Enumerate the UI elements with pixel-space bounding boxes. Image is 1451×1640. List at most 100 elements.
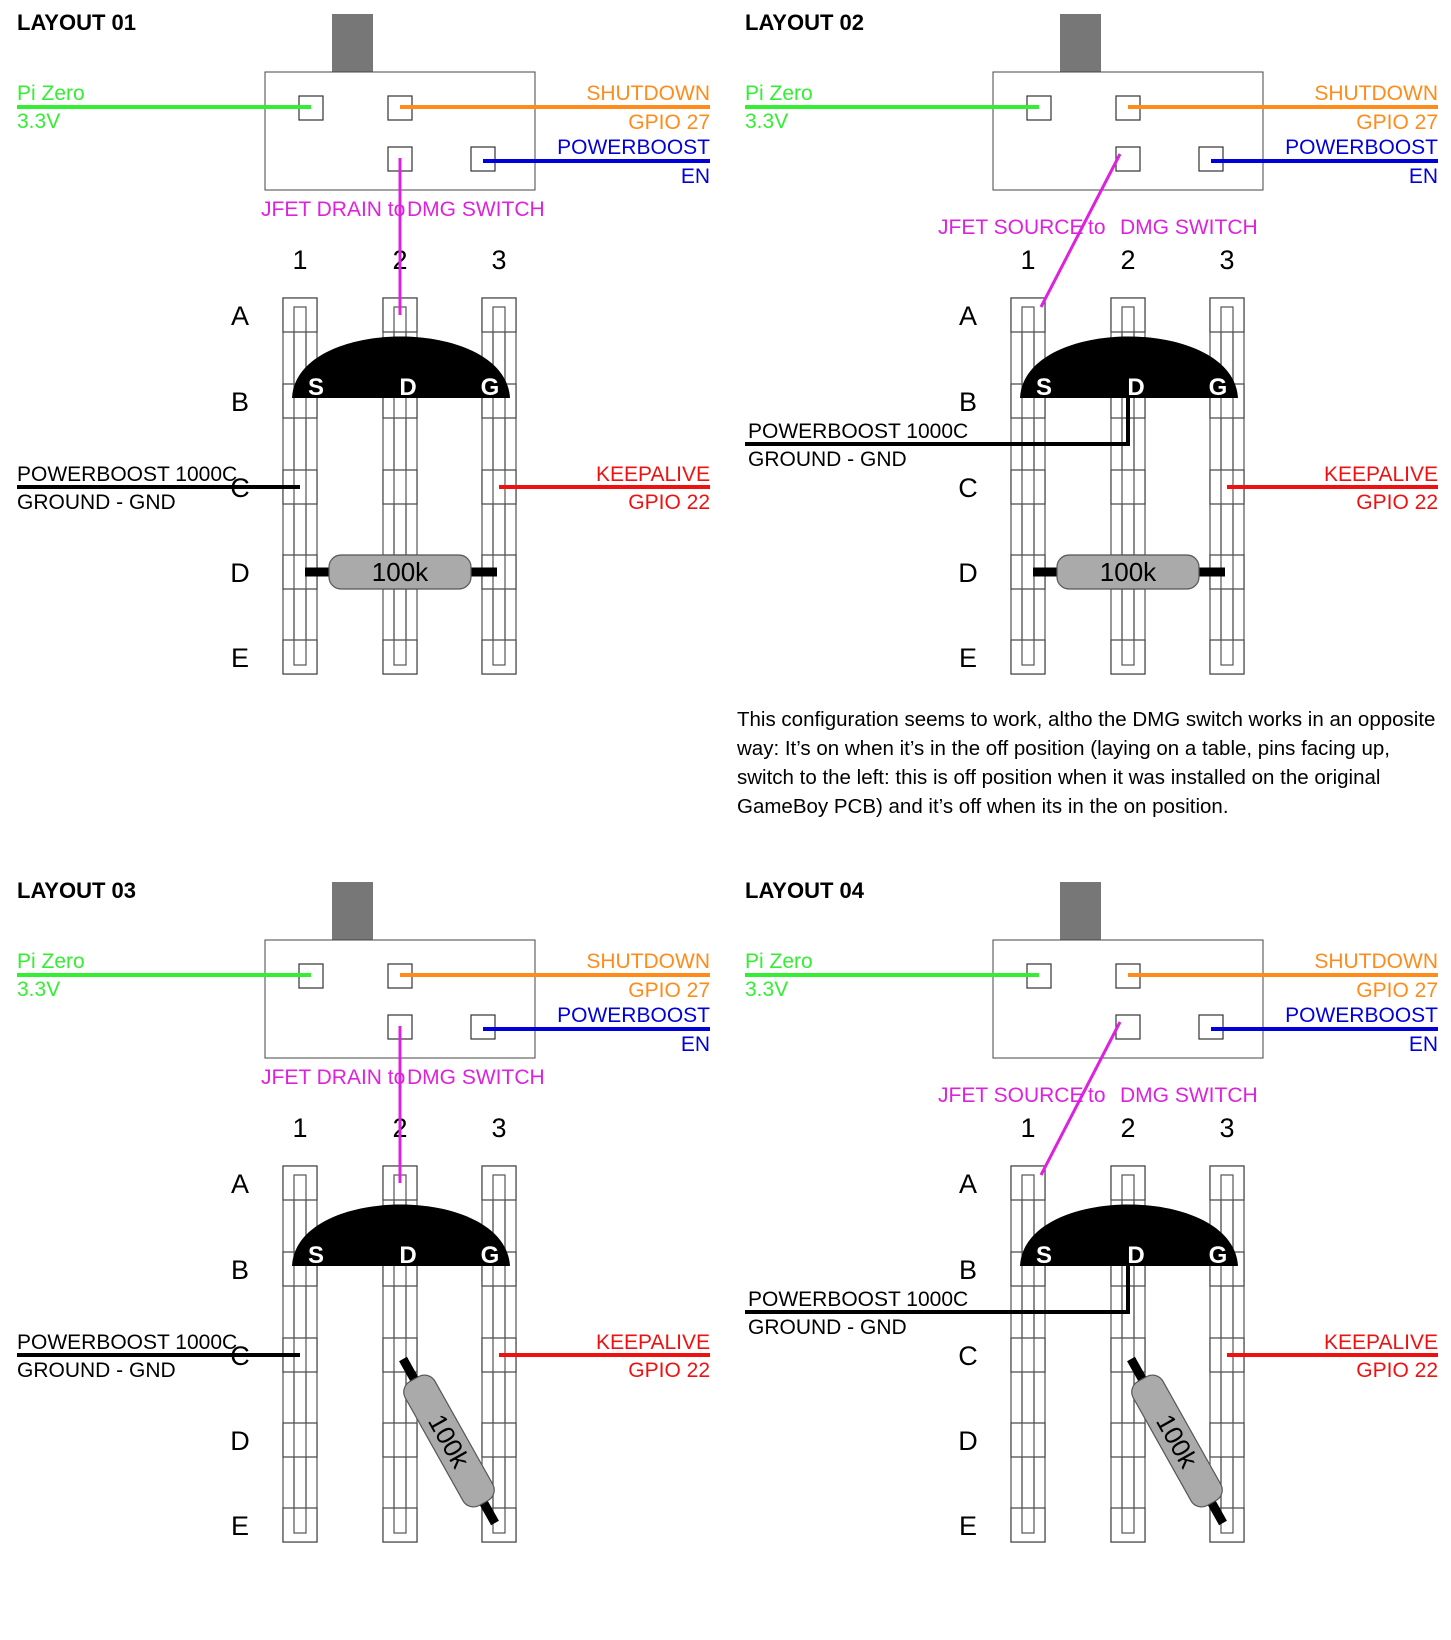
ground-label-line1: POWERBOOST 1000C xyxy=(17,1331,237,1354)
ground-wire xyxy=(745,395,1130,446)
jfet-body xyxy=(1020,336,1238,398)
row-label: D xyxy=(958,558,978,588)
layout-02-note: This configuration seems to work, altho … xyxy=(737,708,1436,818)
breadboard-hole xyxy=(282,297,318,333)
breadboard-hole xyxy=(1209,1165,1245,1201)
jfet-label-part2: to xyxy=(1088,1084,1106,1107)
jfet-wire xyxy=(1039,1021,1122,1176)
resistor-body xyxy=(1056,554,1200,590)
ground-label-line1: POWERBOOST 1000C xyxy=(17,463,237,486)
jfet-pin-d: D xyxy=(1127,1242,1144,1269)
breadboard-hole xyxy=(1110,639,1146,675)
powerboost-label-line2: EN xyxy=(1409,1033,1438,1056)
row-label: B xyxy=(959,387,977,417)
powerboost-label-line1: POWERBOOST xyxy=(557,1004,710,1027)
switch-body xyxy=(992,939,1264,1059)
column-label: 1 xyxy=(292,245,307,275)
pi-label-line1: Pi Zero xyxy=(17,82,85,105)
layout-title: LAYOUT 01 xyxy=(17,10,136,35)
breadboard-hole xyxy=(1209,639,1245,675)
ground-label-line1: POWERBOOST 1000C xyxy=(748,1288,968,1311)
shutdown-label-line2: GPIO 27 xyxy=(628,111,710,134)
jfet-wire xyxy=(1039,153,1122,308)
jfet-pin-g: G xyxy=(481,374,500,401)
column-label: 2 xyxy=(1120,245,1135,275)
pi-label-line2: 3.3V xyxy=(17,978,60,1001)
shutdown-label-line1: SHUTDOWN xyxy=(586,950,710,973)
resistor-body xyxy=(328,554,472,590)
column-label: 1 xyxy=(1020,245,1035,275)
row-label: C xyxy=(958,1341,978,1371)
ground-label-line2: GROUND - GND xyxy=(17,491,176,514)
row-label: D xyxy=(230,558,250,588)
keepalive-label-line1: KEEPALIVE xyxy=(596,463,710,486)
jfet-label-part2: DMG SWITCH xyxy=(407,198,545,221)
slide-switch-icon xyxy=(992,882,1264,1059)
breadboard-rail xyxy=(1121,1174,1135,1534)
jfet-pin-d: D xyxy=(399,1242,416,1269)
jfet-label-part1: JFET SOURCE xyxy=(938,216,1083,239)
layout-title: LAYOUT 03 xyxy=(17,878,136,903)
breadboard-hole xyxy=(282,1165,318,1201)
switch-knob xyxy=(1060,882,1101,940)
breadboard-hole xyxy=(382,639,418,675)
resistor-body xyxy=(403,1374,495,1508)
jfet-pin-s: S xyxy=(308,1242,324,1269)
jfet-body xyxy=(292,336,510,398)
breadboard-hole xyxy=(382,1422,418,1458)
row-label: E xyxy=(959,1511,977,1541)
pi-label-line2: 3.3V xyxy=(745,110,788,133)
breadboard-hole xyxy=(282,1507,318,1543)
breadboard-rail xyxy=(1021,306,1035,666)
pi-label-line1: Pi Zero xyxy=(745,82,813,105)
pi-label-line1: Pi Zero xyxy=(745,950,813,973)
row-label: E xyxy=(231,643,249,673)
row-label: A xyxy=(959,1169,977,1199)
ground-label-line2: GROUND - GND xyxy=(17,1359,176,1382)
switch-knob xyxy=(1060,14,1101,72)
layout-title: LAYOUT 02 xyxy=(745,10,864,35)
keepalive-label-line2: GPIO 22 xyxy=(628,1359,710,1382)
resistor-body xyxy=(1131,1374,1223,1508)
switch-knob xyxy=(332,882,373,940)
row-label: A xyxy=(231,1169,249,1199)
jfet-pin-s: S xyxy=(1036,1242,1052,1269)
breadboard-rail xyxy=(1021,1174,1035,1534)
breadboard-hole xyxy=(1010,639,1046,675)
pi-label-line2: 3.3V xyxy=(745,978,788,1001)
pi-label-line1: Pi Zero xyxy=(17,950,85,973)
breadboard-hole xyxy=(481,1422,517,1458)
switch-pin xyxy=(1115,146,1141,172)
breadboard-hole xyxy=(1110,1507,1146,1543)
row-label: E xyxy=(959,643,977,673)
breadboard-hole xyxy=(1010,1422,1046,1458)
switch-pin xyxy=(1115,1014,1141,1040)
column-label: 3 xyxy=(1219,1113,1234,1143)
breadboard-hole xyxy=(481,297,517,333)
breadboard-hole xyxy=(1110,469,1146,505)
row-label: B xyxy=(231,387,249,417)
jfet-label-part2: to xyxy=(1088,216,1106,239)
powerboost-label-line2: EN xyxy=(681,165,710,188)
row-label: D xyxy=(958,1426,978,1456)
row-label: D xyxy=(230,1426,250,1456)
breadboard-hole xyxy=(1209,1422,1245,1458)
keepalive-label-line2: GPIO 22 xyxy=(628,491,710,514)
jfet-pin-s: S xyxy=(1036,374,1052,401)
breadboard-hole xyxy=(1110,297,1146,333)
breadboard-hole xyxy=(481,1165,517,1201)
breadboard-hole xyxy=(1010,1507,1046,1543)
row-label: A xyxy=(231,301,249,331)
jfet-pin-d: D xyxy=(1127,374,1144,401)
breadboard-hole xyxy=(382,469,418,505)
breadboard xyxy=(1010,1165,1245,1543)
row-label: A xyxy=(959,301,977,331)
column-label: 1 xyxy=(1020,1113,1035,1143)
keepalive-label-line2: GPIO 22 xyxy=(1356,1359,1438,1382)
breadboard-rail xyxy=(1121,306,1135,666)
